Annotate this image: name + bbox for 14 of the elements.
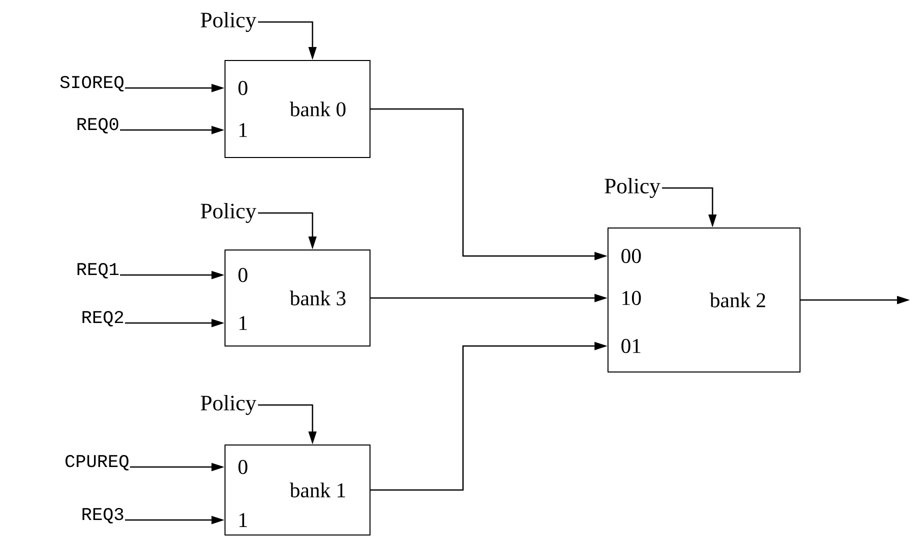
- block-box: 0 1 bank 0: [224, 60, 370, 158]
- signal-label: REQ3: [82, 508, 124, 524]
- policy-label: Policy: [200, 12, 256, 32]
- policy-label: Policy: [604, 178, 660, 198]
- block-box: 0 1 bank 3: [224, 250, 370, 346]
- signal-label: REQ1: [78, 262, 118, 278]
- signal-label: SIOREQ: [60, 76, 124, 92]
- block-box: 0 1 bank 1: [224, 444, 370, 536]
- signal-label: REQ0: [78, 118, 118, 134]
- block-box: 00 10 01 bank 2: [608, 228, 801, 372]
- signal-label: REQ2: [82, 310, 124, 326]
- signal-label: CPUREQ: [66, 454, 129, 470]
- policy-label: Policy: [200, 203, 256, 224]
- policy-label: Policy: [200, 395, 256, 416]
